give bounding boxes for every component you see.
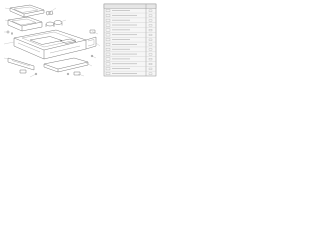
legend-row-text-placeholder xyxy=(112,58,130,60)
legend-row xyxy=(104,18,156,23)
part-thumbnail-icon xyxy=(105,14,111,17)
legend-row-text-placeholder xyxy=(112,10,130,11)
quantity-mark-icon xyxy=(148,58,153,61)
legend-row-text-placeholder xyxy=(112,73,137,74)
legend-row xyxy=(104,72,156,77)
part-thumbnail-icon xyxy=(105,52,111,56)
legend-row-text-placeholder xyxy=(112,14,137,16)
console-body xyxy=(13,29,87,60)
part-thumbnail-icon xyxy=(105,43,111,46)
quantity-mark-icon xyxy=(148,9,153,12)
part-thumbnail-icon xyxy=(105,57,111,61)
rear-panel xyxy=(85,36,97,50)
legend-frame xyxy=(103,3,157,77)
part-thumbnail-icon xyxy=(105,23,111,27)
legend-row xyxy=(104,62,156,67)
part-thumbnail-icon xyxy=(105,48,111,51)
legend-rows xyxy=(104,9,156,77)
legend-row-text-placeholder xyxy=(112,29,130,31)
legend-row-text-placeholder xyxy=(112,34,137,36)
legend-row-text-placeholder xyxy=(112,44,137,45)
legend-row xyxy=(104,33,156,38)
leader-lines xyxy=(3,7,101,78)
storage-tray xyxy=(7,16,43,32)
part-thumbnail-icon xyxy=(105,9,111,12)
quantity-mark-icon xyxy=(148,24,153,27)
lid-hinge xyxy=(45,10,54,16)
legend-row xyxy=(104,9,156,14)
exploded-parts-diagram xyxy=(3,3,157,78)
quantity-mark-icon xyxy=(148,67,153,70)
legend-row xyxy=(104,14,156,19)
exploded-view xyxy=(3,4,101,78)
quantity-mark-icon xyxy=(148,33,153,36)
part-thumbnail-icon xyxy=(105,67,111,71)
quantity-mark-icon xyxy=(148,48,153,51)
side-trim xyxy=(7,57,35,71)
quantity-mark-icon xyxy=(148,63,153,66)
quantity-mark-icon xyxy=(148,19,153,22)
legend-row xyxy=(104,28,156,33)
parts-legend xyxy=(103,3,157,77)
legend-row xyxy=(104,23,156,28)
legend-row-text-placeholder xyxy=(112,63,137,65)
legend-row xyxy=(104,67,156,72)
legend-row xyxy=(104,38,156,43)
quantity-mark-icon xyxy=(148,43,153,46)
legend-row-text-placeholder xyxy=(112,53,137,55)
base-bracket xyxy=(43,57,89,73)
legend-row xyxy=(104,57,156,62)
legend-row-text-placeholder xyxy=(112,68,130,69)
legend-row xyxy=(104,48,156,52)
part-thumbnail-icon xyxy=(105,38,111,42)
legend-row-text-placeholder xyxy=(112,19,130,21)
legend-header-row xyxy=(103,3,157,9)
cup-holder xyxy=(45,20,63,27)
quantity-mark-icon xyxy=(148,53,153,56)
quantity-mark-icon xyxy=(148,72,153,75)
legend-row-text-placeholder xyxy=(112,48,130,50)
legend-row-text-placeholder xyxy=(112,24,137,26)
quantity-mark-icon xyxy=(148,29,153,32)
part-thumbnail-icon xyxy=(105,33,111,37)
legend-row xyxy=(104,43,156,48)
small-fasteners xyxy=(6,29,96,76)
part-thumbnail-icon xyxy=(105,18,111,22)
part-thumbnail-icon xyxy=(105,72,111,75)
part-thumbnail-icon xyxy=(105,28,111,32)
quantity-mark-icon xyxy=(148,38,153,41)
part-thumbnail-icon xyxy=(105,62,111,66)
legend-row-text-placeholder xyxy=(112,39,130,40)
legend-row xyxy=(104,52,156,57)
console-lid xyxy=(9,4,45,18)
quantity-mark-icon xyxy=(148,14,153,17)
